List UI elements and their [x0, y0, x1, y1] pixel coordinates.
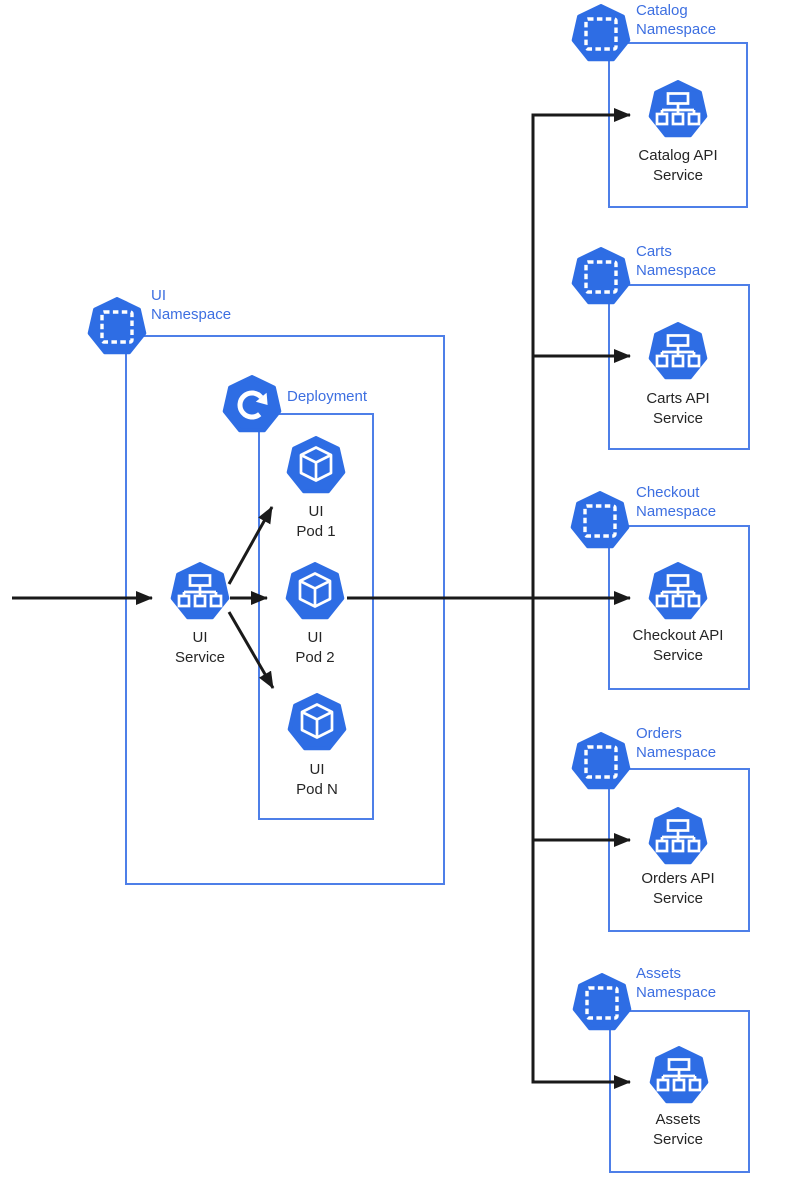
assets-service-caption: Assets Service — [613, 1110, 743, 1150]
caption-line: Pod N — [296, 781, 338, 798]
carts-namespace-box — [608, 284, 750, 450]
caption-line: UI — [309, 761, 325, 778]
label-line: Namespace — [636, 984, 717, 1001]
caption-line: Orders API — [641, 870, 715, 887]
label-line: Carts — [636, 243, 672, 260]
label-line: Checkout — [636, 484, 700, 501]
orders-namespace-box — [608, 768, 750, 932]
ui-namespace-icon — [87, 297, 147, 357]
catalog-namespace-box — [608, 42, 748, 208]
ui-service-caption: UI Service — [135, 628, 265, 668]
caption-line: Pod 2 — [295, 649, 335, 666]
deployment-box — [258, 413, 374, 820]
label-line: Namespace — [636, 503, 717, 520]
label-line: Catalog — [636, 2, 688, 19]
assets-service-icon — [649, 1046, 709, 1106]
catalog-api-service-icon — [648, 80, 708, 140]
carts-api-service-caption: Carts API Service — [613, 389, 743, 429]
catalog-namespace-label: Catalog Namespace — [636, 1, 716, 39]
caption-line: UI — [192, 629, 208, 646]
label-line: Namespace — [636, 262, 717, 279]
caption-line: Catalog API — [638, 147, 718, 164]
ui-pod-n-caption: UI Pod N — [252, 760, 382, 800]
carts-api-service-icon — [648, 322, 708, 382]
checkout-api-service-caption: Checkout API Service — [613, 626, 743, 666]
caption-line: Checkout API — [632, 627, 724, 644]
caption-line: Service — [174, 649, 226, 666]
caption-line: Carts API — [646, 390, 710, 407]
orders-namespace-label: Orders Namespace — [636, 724, 716, 762]
label-line: Assets — [636, 965, 682, 982]
ui-pod-2-caption: UI Pod 2 — [250, 628, 380, 668]
label-line: Orders — [636, 725, 682, 742]
assets-namespace-label: Assets Namespace — [636, 964, 716, 1002]
ui-namespace-label: UI Namespace — [151, 286, 231, 324]
assets-namespace-icon — [572, 973, 632, 1033]
catalog-api-service-caption: Catalog API Service — [613, 146, 743, 186]
ui-pod-n-icon — [287, 693, 347, 753]
checkout-api-service-icon — [648, 562, 708, 622]
caption-line: Service — [652, 167, 704, 184]
ui-namespace-box — [125, 335, 445, 885]
orders-api-service-caption: Orders API Service — [613, 869, 743, 909]
ui-pod-2-icon — [285, 562, 345, 622]
caption-line: Assets — [655, 1111, 701, 1128]
ui-service-icon — [170, 562, 230, 622]
label-line: Namespace — [151, 306, 232, 323]
caption-line: Service — [652, 890, 704, 907]
orders-api-service-icon — [648, 807, 708, 867]
carts-namespace-label: Carts Namespace — [636, 242, 716, 280]
deployment-icon — [222, 375, 282, 435]
checkout-namespace-icon — [570, 491, 630, 551]
label-line: Namespace — [636, 744, 717, 761]
caption-line: UI — [307, 629, 323, 646]
catalog-namespace-icon — [571, 4, 631, 64]
caption-line: Service — [652, 1131, 704, 1148]
ui-pod-1-caption: UI Pod 1 — [251, 502, 381, 542]
caption-line: Pod 1 — [296, 523, 336, 540]
label-line: Namespace — [636, 21, 717, 38]
caption-line: Service — [652, 410, 704, 427]
carts-namespace-icon — [571, 247, 631, 307]
orders-namespace-icon — [571, 732, 631, 792]
caption-line: Service — [652, 647, 704, 664]
label-line: UI — [151, 287, 166, 304]
assets-namespace-box — [609, 1010, 750, 1173]
checkout-namespace-box — [608, 525, 750, 690]
caption-line: UI — [308, 503, 324, 520]
deployment-label: Deployment — [287, 388, 368, 405]
ui-pod-1-icon — [286, 436, 346, 496]
checkout-namespace-label: Checkout Namespace — [636, 483, 716, 521]
